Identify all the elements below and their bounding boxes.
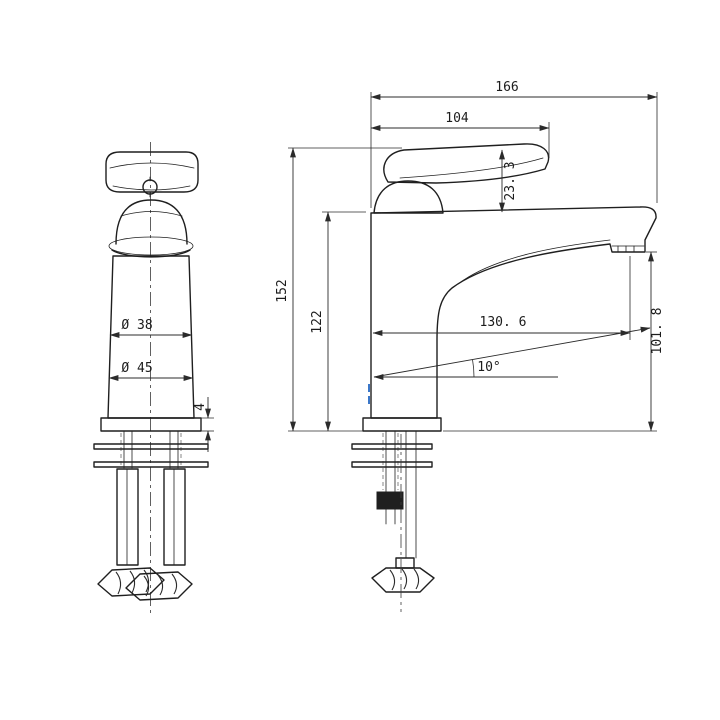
side-body-outline <box>370 206 657 419</box>
side-base-flange <box>362 417 442 432</box>
dim-text-spout-reach: 130. 6 <box>480 315 527 330</box>
side-handle-pivot <box>373 180 444 214</box>
dim-text-dia-top: Ø 38 <box>121 318 152 333</box>
front-handle-detail-bottom <box>112 185 191 191</box>
side-handle-lever-detail <box>399 157 544 179</box>
front-collar-upper <box>108 236 194 256</box>
front-handle-detail-top <box>109 162 195 169</box>
side-aerator <box>611 245 645 253</box>
front-washer-upper <box>93 443 209 450</box>
dim-text-dia-base: Ø 45 <box>121 361 152 376</box>
side-stud-nut <box>376 491 404 510</box>
front-base-flange <box>100 417 202 432</box>
angle-arc <box>472 359 475 378</box>
front-handle-outline <box>105 151 199 193</box>
side-spout-inner-curve <box>457 239 611 285</box>
side-hose <box>405 430 417 559</box>
dim-text-spout-angle: 10° <box>477 360 500 375</box>
front-view-dimensions: Ø 38 Ø 45 4 <box>108 318 214 452</box>
front-body-column <box>107 255 195 419</box>
front-hose-right <box>163 468 186 566</box>
dim-text-outlet-height: 101. 8 <box>650 308 665 355</box>
side-washer-upper <box>351 443 433 450</box>
front-hex-fittings <box>97 567 193 601</box>
front-dome-outline <box>115 199 188 245</box>
front-dome-detail <box>120 211 183 217</box>
dim-text-overall-height: 152 <box>275 279 290 302</box>
side-mounting-stud <box>376 430 404 525</box>
side-handle-lever <box>383 143 550 184</box>
dim-text-overall-length: 166 <box>495 80 518 95</box>
faucet-side-view <box>351 143 657 612</box>
side-hex-fitting <box>371 557 435 593</box>
angle-slanted-line <box>373 326 651 378</box>
dim-text-body-height: 122 <box>310 310 325 333</box>
front-hose-left <box>116 468 139 566</box>
dim-text-handle-drop: 23. 3 <box>503 161 518 200</box>
front-washer-lower <box>93 461 209 468</box>
faucet-front-view <box>93 142 209 614</box>
dim-text-base-thickness: 4 <box>193 403 208 411</box>
side-washer-lower <box>351 461 433 468</box>
dim-text-body-length: 104 <box>445 111 469 126</box>
front-collar-shadow <box>111 249 191 258</box>
side-view-dimensions: 166 104 23. 3 152 122 130. 6 101. 8 10° <box>275 80 665 432</box>
